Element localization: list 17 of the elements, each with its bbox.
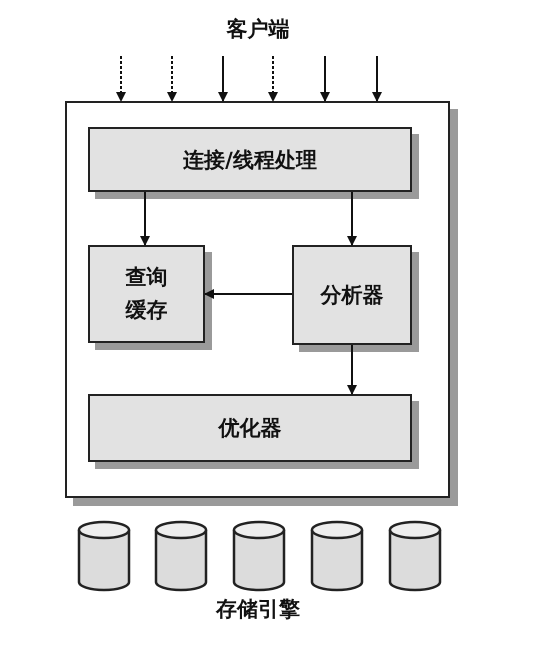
arrow <box>140 192 150 246</box>
arrow <box>320 56 330 102</box>
arrow <box>347 345 357 395</box>
arrow <box>204 289 292 299</box>
arrow <box>218 56 228 102</box>
storage-cylinder <box>154 520 208 592</box>
arrow <box>372 56 382 102</box>
arrow <box>347 192 357 246</box>
storage-cylinder <box>232 520 286 592</box>
arrow <box>116 56 126 102</box>
arrow <box>167 56 177 102</box>
arrow <box>268 56 278 102</box>
storage-cylinder <box>77 520 131 592</box>
client-label: 客户端 <box>226 16 290 42</box>
storage-engine-label: 存储引擎 <box>214 596 301 622</box>
storage-cylinder <box>310 520 364 592</box>
storage-cylinder <box>388 520 442 592</box>
